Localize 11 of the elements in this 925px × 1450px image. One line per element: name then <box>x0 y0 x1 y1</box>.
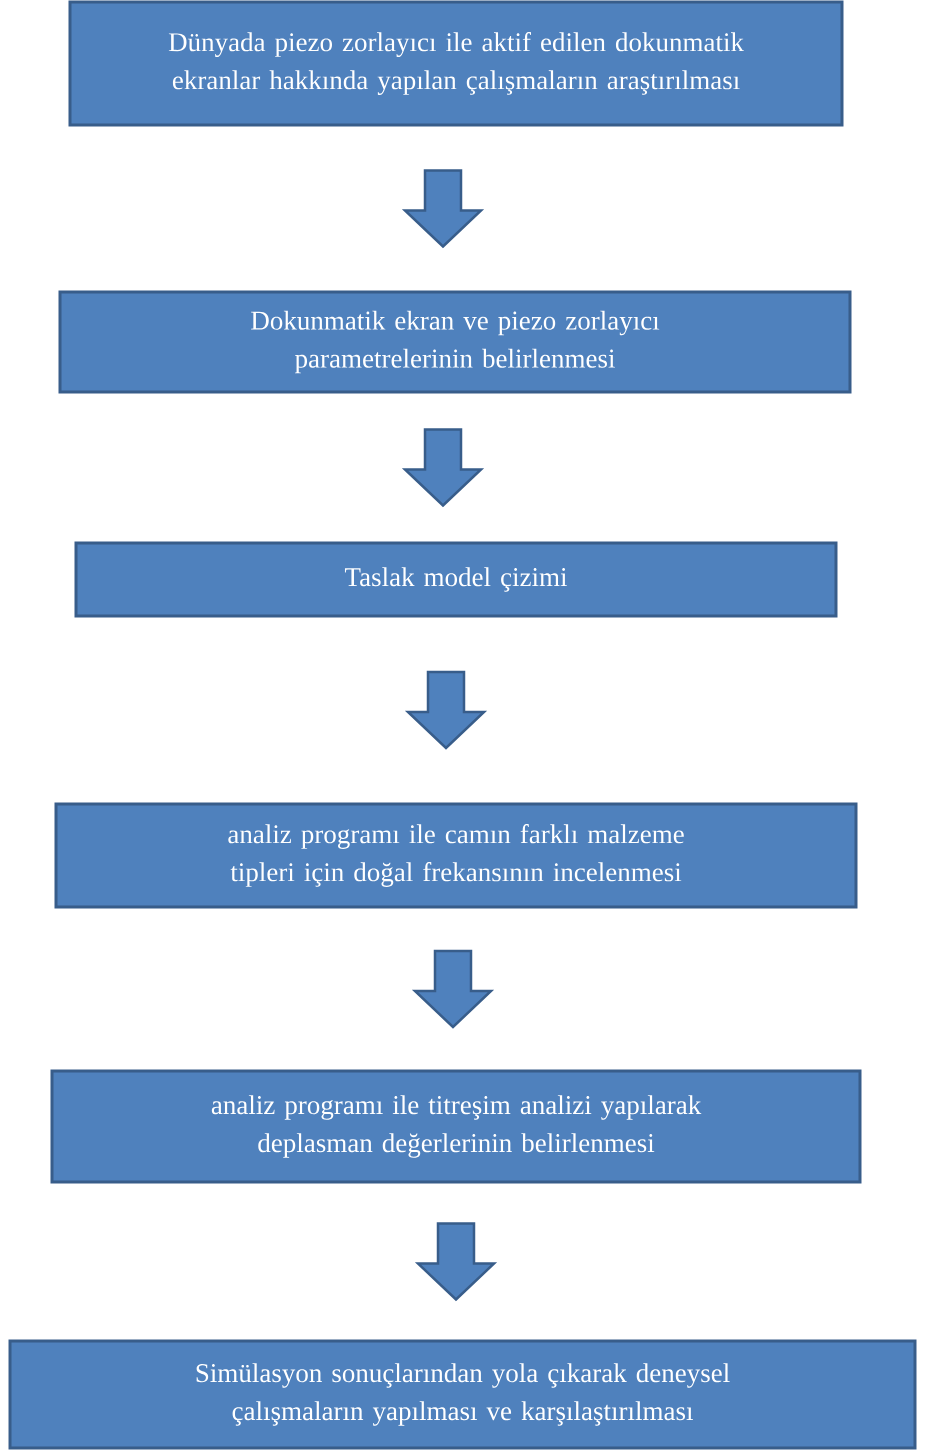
arrow <box>414 1222 498 1302</box>
arrow <box>404 670 488 750</box>
process-box: Dokunmatik ekran ve piezo zorlayıcı parametrelerinin belirlenmesi <box>58 290 852 394</box>
process-box: Simülasyon sonuçlarından yola çıkarak deneysel çalışmaların yapılması ve karşılaştırılması <box>8 1339 917 1450</box>
process-box: Taslak model çizimi <box>74 541 838 618</box>
arrow <box>411 949 495 1029</box>
arrow <box>401 169 485 249</box>
process-box: analiz programı ile camın farklı malzeme tipleri için doğal frekansının incelenmesi <box>54 802 858 909</box>
arrow <box>401 428 485 508</box>
process-box: analiz programı ile titreşim analizi yapılarak deplasman değerlerinin belirlenmesi <box>50 1069 862 1184</box>
process-box: Dünyada piezo zorlayıcı ile aktif edilen dokunmatik ekranlar hakkında yapılan çalışmaların araştırılması <box>68 0 844 127</box>
